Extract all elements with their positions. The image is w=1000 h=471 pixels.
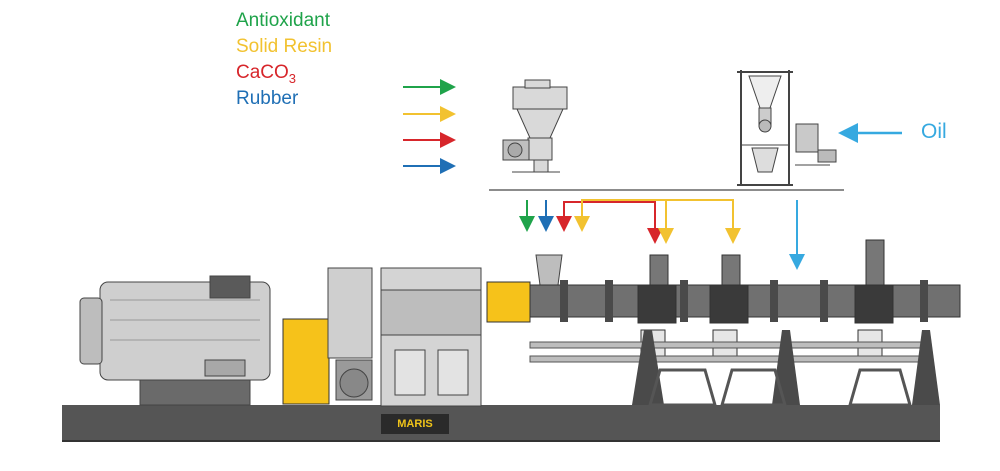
legend-caco3-label: CaCO bbox=[236, 62, 289, 83]
brand-logo: MARIS bbox=[381, 414, 449, 434]
legend-solid-resin-label: Solid Resin bbox=[236, 36, 333, 57]
gearbox-main bbox=[380, 267, 482, 407]
legend-antioxidant-label: Antioxidant bbox=[236, 10, 331, 31]
side-feeder-1 bbox=[637, 254, 677, 359]
legend-solid-resin: Solid Resin bbox=[236, 36, 332, 58]
barrel-flange bbox=[486, 281, 531, 323]
feed-arrows bbox=[403, 79, 456, 174]
base-frame bbox=[62, 405, 940, 442]
motor bbox=[79, 275, 271, 406]
legend-rubber: Rubber bbox=[236, 88, 298, 110]
side-feeder-3 bbox=[854, 239, 894, 359]
main-feed-hopper bbox=[535, 254, 563, 286]
gearbox-input bbox=[327, 267, 373, 401]
legend-rubber-label: Rubber bbox=[236, 88, 299, 109]
liquid-dosing-unit bbox=[737, 70, 837, 186]
legend-caco3: CaCO3 bbox=[236, 62, 296, 90]
legend-antioxidant: Antioxidant bbox=[236, 10, 330, 32]
oil-label: Oil bbox=[921, 120, 947, 143]
legend-caco3-text: CaCO3 bbox=[236, 62, 297, 86]
support-pillars bbox=[632, 330, 940, 407]
gravimetric-feeder bbox=[502, 79, 568, 173]
feed-drop-lines bbox=[519, 199, 805, 270]
legend-caco3-subscript: 3 bbox=[288, 70, 297, 86]
coupling-guard bbox=[282, 318, 330, 405]
